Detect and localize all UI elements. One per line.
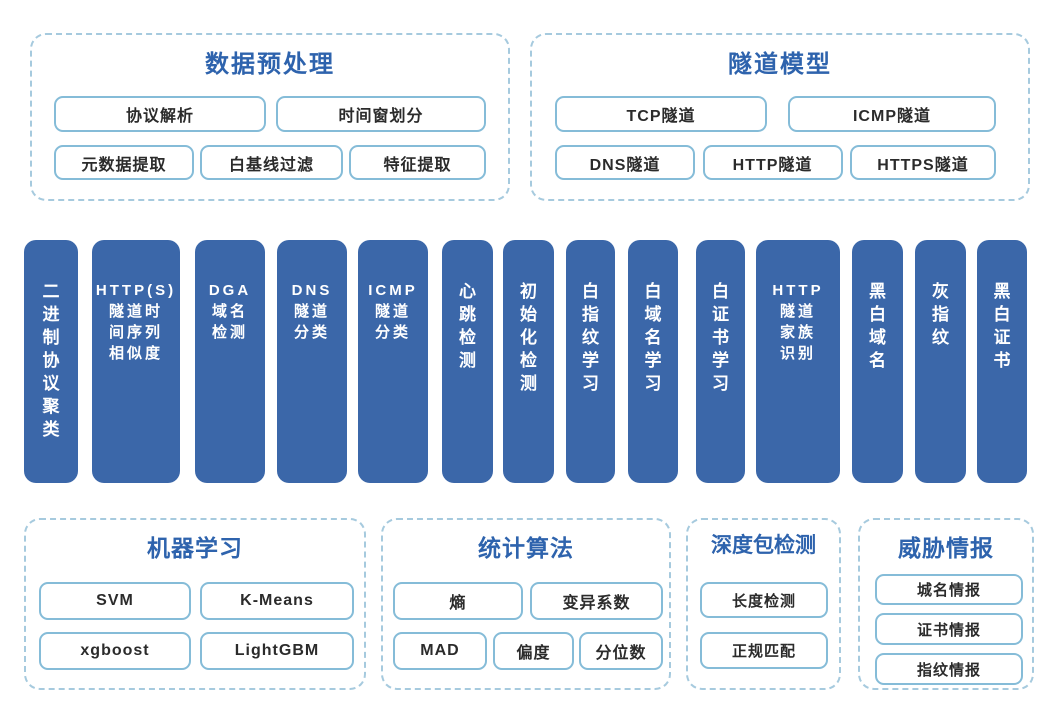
bar-label: 白 证 书 学 习	[712, 282, 729, 393]
bar-https-tunnel-time-series-similarity: HTTP(S) 隧道时 间序列 相似度	[92, 240, 180, 483]
panel-title-tunnel-models: 隧道模型	[728, 51, 832, 78]
preprocess-row-1: 协议解析 时间窗划分	[54, 96, 486, 132]
preprocess-row-2: 元数据提取 白基线过滤 特征提取	[54, 145, 486, 180]
bar-initialization-detection: 初 始 化 检 测	[503, 240, 554, 483]
bar-gray-fingerprint: 灰 指 纹	[915, 240, 966, 483]
bar-black-white-certificate: 黑 白 证 书	[977, 240, 1027, 483]
node-domain-intelligence: 城名情报	[875, 574, 1023, 605]
panel-title-threat-intelligence: 威胁情报	[898, 535, 994, 561]
tunnel-row-2: DNS隧道 HTTP隧道 HTTPS隧道	[555, 145, 996, 180]
node-fingerprint-intelligence: 指纹情报	[875, 653, 1023, 685]
node-icmp-tunnel: ICMP隧道	[788, 96, 996, 132]
tunnel-row-1: TCP隧道 ICMP隧道	[555, 96, 996, 132]
bar-binary-protocol-clustering: 二 进 制 协 议 聚 类	[24, 240, 78, 483]
panel-statistical-algorithms: 统计算法 熵 变异系数 MAD 偏度 分位数	[381, 518, 671, 690]
bar-icmp-tunnel-classification: ICMP 隧道 分类	[358, 240, 428, 483]
capability-bars: 二 进 制 协 议 聚 类 HTTP(S) 隧道时 间序列 相似度 DGA 域名…	[0, 240, 1061, 483]
panel-data-preprocessing: 数据预处理 协议解析 时间窗划分 元数据提取 白基线过滤 特征提取	[30, 33, 510, 201]
node-time-window-split: 时间窗划分	[276, 96, 486, 132]
node-coefficient-of-variation: 变异系数	[530, 582, 663, 620]
bar-http-tunnel-family-identification: HTTP 隧道 家族 识别	[756, 240, 840, 483]
panel-title-preprocessing: 数据预处理	[205, 51, 335, 78]
panel-title-deep-packet-inspection: 深度包检测	[711, 534, 816, 557]
node-mad: MAD	[393, 632, 487, 670]
node-regex-matching: 正规匹配	[700, 632, 828, 669]
bar-white-fingerprint-learning: 白 指 纹 学 习	[566, 240, 615, 483]
panel-tunnel-models: 隧道模型 TCP隧道 ICMP隧道 DNS隧道 HTTP隧道 HTTPS隧道	[530, 33, 1030, 201]
node-white-baseline-filter: 白基线过滤	[200, 145, 343, 180]
node-certificate-intelligence: 证书情报	[875, 613, 1023, 645]
bar-heartbeat-detection: 心 跳 检 测	[442, 240, 493, 483]
bar-label: DNS 隧道 分类	[291, 282, 333, 341]
node-tcp-tunnel: TCP隧道	[555, 96, 767, 132]
node-https-tunnel: HTTPS隧道	[850, 145, 996, 180]
node-skewness: 偏度	[493, 632, 574, 670]
node-entropy: 熵	[393, 582, 523, 620]
panel-machine-learning: 机器学习 SVM K-Means xgboost LightGBM	[24, 518, 366, 690]
bar-black-white-domain: 黑 白 域 名	[852, 240, 903, 483]
node-http-tunnel: HTTP隧道	[702, 145, 843, 180]
node-protocol-parsing: 协议解析	[54, 96, 266, 132]
panel-threat-intelligence: 威胁情报 城名情报 证书情报 指纹情报	[858, 518, 1034, 690]
node-lightgbm: LightGBM	[200, 632, 354, 670]
panel-deep-packet-inspection: 深度包检测 长度检测 正规匹配	[686, 518, 841, 690]
bar-label: DGA 域名 检测	[208, 282, 252, 341]
bar-white-certificate-learning: 白 证 书 学 习	[696, 240, 745, 483]
node-kmeans: K-Means	[200, 582, 354, 620]
bar-label: 黑 白 域 名	[869, 282, 886, 370]
node-feature-extraction: 特征提取	[349, 145, 486, 180]
panel-title-statistical-algorithms: 统计算法	[478, 535, 574, 561]
bar-label: HTTP(S) 隧道时 间序列 相似度	[95, 282, 177, 362]
panel-title-machine-learning: 机器学习	[147, 535, 243, 561]
node-dns-tunnel: DNS隧道	[555, 145, 695, 180]
node-svm: SVM	[39, 582, 191, 620]
node-quantile: 分位数	[579, 632, 663, 670]
bar-label: 灰 指 纹	[932, 282, 949, 347]
bar-label: 白 指 纹 学 习	[582, 282, 599, 393]
bar-label: HTTP 隧道 家族 识别	[772, 282, 824, 362]
bar-white-domain-learning: 白 域 名 学 习	[628, 240, 678, 483]
bar-label: 黑 白 证 书	[993, 282, 1011, 370]
bar-label: 二 进 制 协 议 聚 类	[42, 282, 60, 439]
bar-label: 心 跳 检 测	[459, 282, 476, 370]
bar-label: 白 域 名 学 习	[644, 282, 662, 393]
bar-dns-tunnel-classification: DNS 隧道 分类	[277, 240, 347, 483]
node-xgboost: xgboost	[39, 632, 191, 670]
bar-label: ICMP 隧道 分类	[368, 282, 418, 341]
node-length-detection: 长度检测	[700, 582, 828, 618]
bar-dga-domain-detection: DGA 域名 检测	[195, 240, 265, 483]
node-metadata-extraction: 元数据提取	[54, 145, 194, 180]
bar-label: 初 始 化 检 测	[520, 282, 537, 393]
